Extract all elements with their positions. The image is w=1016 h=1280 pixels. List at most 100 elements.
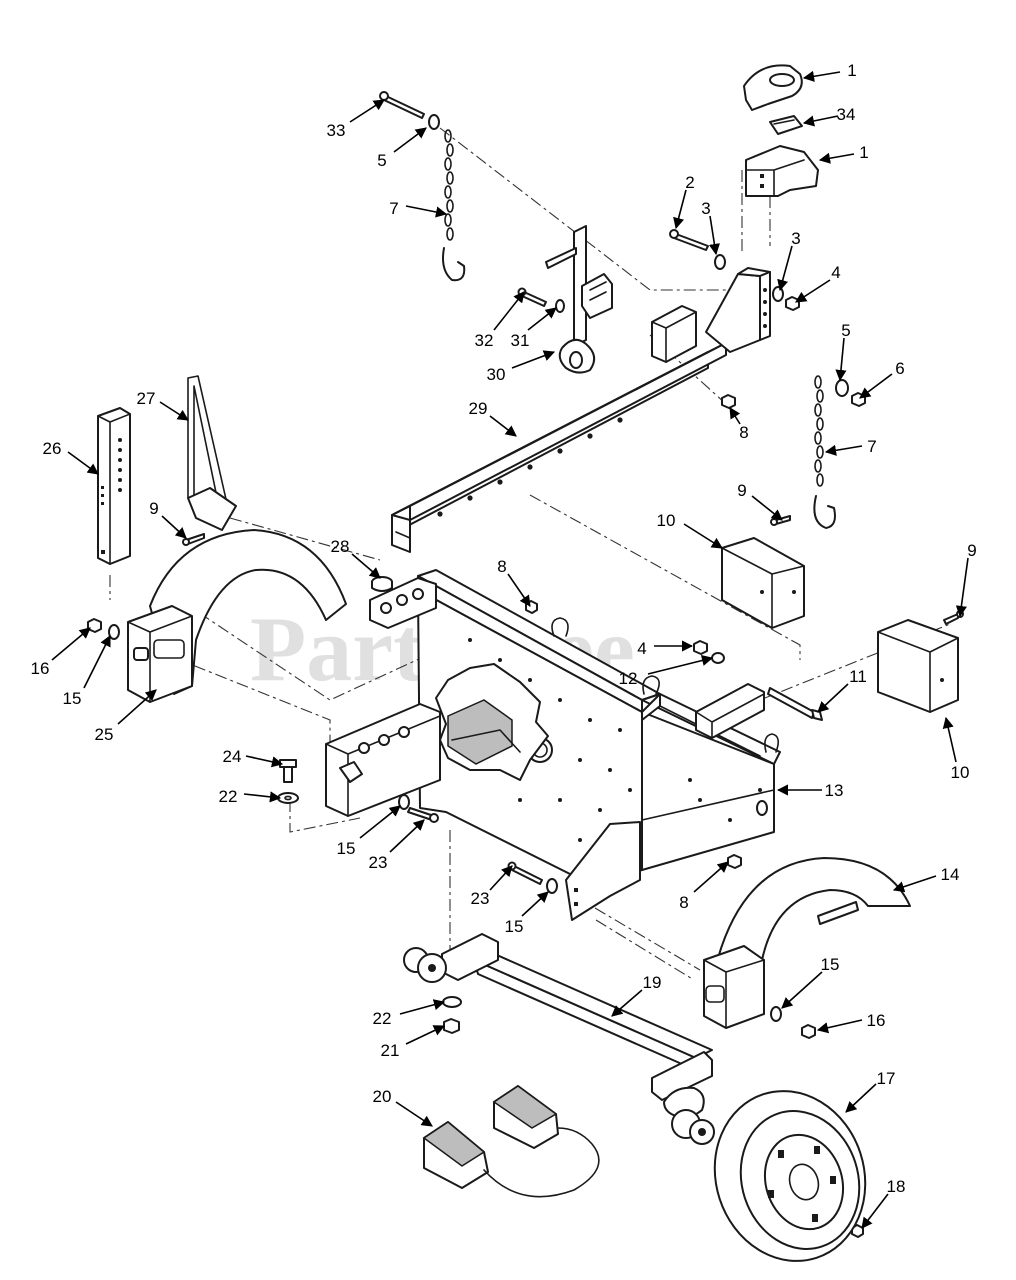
callout-label-c23a: 23 (369, 853, 388, 872)
callout-label-c4a: 4 (831, 263, 840, 282)
wire-stand (187, 375, 237, 531)
callout-arrow-c4a (795, 279, 831, 303)
callout-label-c28: 28 (331, 537, 350, 556)
callout-label-c6: 6 (895, 359, 904, 378)
callout-label-c20: 20 (373, 1087, 392, 1106)
callout-arrow-c14 (892, 875, 937, 893)
callout-label-c15a: 15 (63, 689, 82, 708)
wheel-tire (713, 1090, 867, 1262)
right-fender (703, 857, 911, 1029)
callout-label-c1a: 1 (847, 61, 856, 80)
callout-arrow-c2 (673, 189, 687, 230)
callout-arrow-c16b (816, 1019, 863, 1034)
callout-arrow-c17 (845, 1083, 877, 1113)
callout-label-c23b: 23 (471, 889, 490, 908)
callout-arrow-c24 (245, 755, 284, 768)
callout-label-c7b: 7 (867, 437, 876, 456)
callout-arrow-c32 (493, 291, 525, 331)
callout-arrow-c5a (393, 127, 427, 153)
callout-arrow-c26 (67, 451, 99, 475)
callout-label-c29: 29 (469, 399, 488, 418)
callout-arrow-c7a (405, 205, 448, 218)
callout-label-c5a: 5 (377, 151, 386, 170)
callout-arrow-c15b (359, 805, 401, 839)
callout-label-c16a: 16 (31, 659, 50, 678)
axle (403, 933, 715, 1145)
hitch-coupler (743, 64, 819, 197)
callout-label-c15c: 15 (505, 917, 524, 936)
callout-arrow-c23b (489, 865, 513, 891)
callout-arrow-c23a (389, 819, 425, 853)
callout-arrow-c9b (161, 515, 187, 539)
wheel-chocks (422, 1085, 600, 1198)
callout-arrow-c19 (611, 989, 643, 1017)
callout-label-c1b: 1 (859, 143, 868, 162)
callout-arrow-c8c (693, 861, 729, 893)
callout-arrow-c8b (507, 573, 531, 607)
callout-label-c25: 25 (95, 725, 114, 744)
safety-chains (442, 129, 836, 529)
callout-arrow-c16a (51, 627, 91, 661)
callout-label-c10b: 10 (951, 763, 970, 782)
callout-arrow-c31 (527, 307, 557, 331)
callout-label-c8a: 8 (739, 423, 748, 442)
callout-arrow-c5b (835, 337, 847, 382)
callout-arrow-c9c (955, 557, 969, 618)
tongue-drawbar (391, 267, 771, 553)
support-bracket (97, 407, 131, 565)
callout-label-c30: 30 (487, 365, 506, 384)
callout-arrow-c18 (861, 1193, 889, 1229)
callout-label-c12: 12 (619, 669, 638, 688)
callout-label-c21: 21 (381, 1041, 400, 1060)
callout-arrow-c1a (802, 70, 841, 82)
callout-arrow-c10b (942, 716, 957, 763)
callout-label-c9a: 9 (737, 481, 746, 500)
callout-label-c11: 11 (849, 667, 867, 686)
callout-arrow-c6 (859, 373, 893, 399)
callout-label-c31: 31 (511, 331, 530, 350)
callout-label-c7a: 7 (389, 199, 398, 218)
callout-label-c34: 34 (837, 105, 856, 124)
callout-label-c22b: 22 (373, 1009, 392, 1028)
callout-label-c13: 13 (825, 781, 844, 800)
callout-label-c15d: 15 (821, 955, 840, 974)
callout-arrow-c28 (351, 553, 381, 579)
callout-label-c15b: 15 (337, 839, 356, 858)
callout-label-c9b: 9 (149, 499, 158, 518)
callout-arrow-c25 (117, 689, 157, 725)
callout-label-c8b: 8 (497, 557, 506, 576)
tongue-jack (545, 225, 613, 374)
tool-boxes (721, 537, 959, 713)
callout-arrow-c27 (159, 401, 189, 421)
callout-label-c27: 27 (137, 389, 156, 408)
callout-arrow-c22b (399, 999, 446, 1015)
callout-arrow-c15d (781, 971, 823, 1009)
callout-arrow-c21 (405, 1025, 446, 1045)
callout-arrow-c7b (824, 444, 863, 456)
main-frame (325, 569, 781, 921)
callout-arrow-c22a (243, 791, 282, 803)
callout-label-c9c: 9 (967, 541, 976, 560)
callout-label-c10a: 10 (657, 511, 676, 530)
callout-label-c17: 17 (877, 1069, 896, 1088)
callout-arrow-c12 (647, 655, 714, 675)
callout-label-c32: 32 (475, 331, 494, 350)
callout-label-c24: 24 (223, 747, 242, 766)
callout-label-c33: 33 (327, 121, 346, 140)
callout-label-c16b: 16 (867, 1011, 886, 1030)
callout-arrow-c15c (521, 891, 549, 917)
callout-arrow-c30 (511, 350, 556, 369)
callout-arrow-c3b (777, 245, 793, 292)
callout-arrow-c8a (729, 407, 741, 425)
callout-arrow-c11 (817, 683, 849, 713)
callout-label-c4b: 4 (637, 639, 646, 658)
callout-arrow-c15a (83, 634, 111, 689)
callout-label-c26: 26 (43, 439, 62, 458)
callout-arrow-c10a (683, 523, 723, 549)
callout-label-c2: 2 (685, 173, 694, 192)
callout-arrow-c29 (489, 415, 517, 437)
callout-label-c5b: 5 (841, 321, 850, 340)
callout-arrow-c34 (802, 115, 839, 127)
callout-label-c3a: 3 (701, 199, 710, 218)
